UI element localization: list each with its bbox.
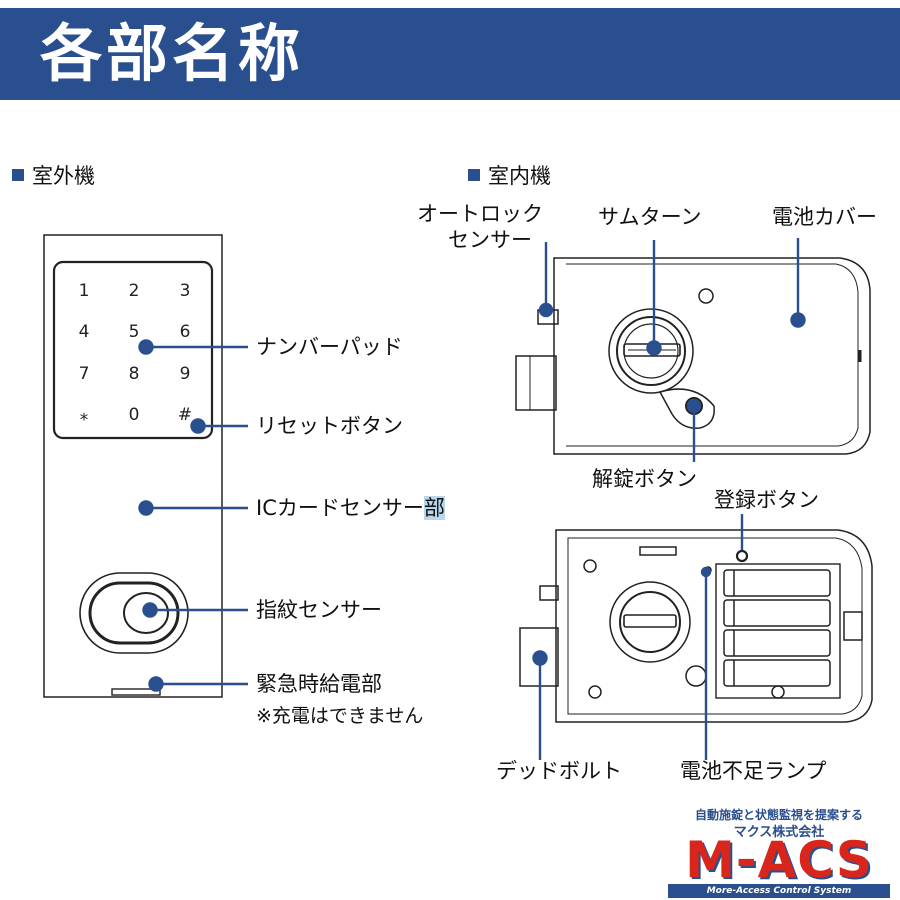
indoor-open-inner xyxy=(567,537,863,715)
logo-tagline: 自動施錠と状態監視を提案する xyxy=(694,808,863,822)
key-1[interactable]: 1 xyxy=(79,281,90,301)
keypad-panel xyxy=(52,260,214,440)
indoor-open-leaders xyxy=(532,514,744,760)
screw-icon xyxy=(583,559,597,573)
outdoor-unit-body xyxy=(43,234,223,698)
leader-dot xyxy=(142,602,158,618)
key-4[interactable]: 4 xyxy=(79,322,90,342)
leader-dot xyxy=(790,312,806,328)
label-unlock-button: 解錠ボタン xyxy=(592,467,697,491)
deadbolt-top xyxy=(515,355,557,411)
key-3[interactable]: 3 xyxy=(180,281,191,301)
outdoor-unit-drawing xyxy=(43,234,223,698)
battery-clip xyxy=(843,611,863,641)
register-button-icon xyxy=(735,549,749,563)
logo-mark: M-ACS xyxy=(685,831,873,889)
page-title: 各部名称 xyxy=(40,17,305,90)
leader-dot xyxy=(700,566,712,578)
header-banner: 各部名称 xyxy=(0,8,900,100)
thumb-turn-knob-open xyxy=(623,614,677,628)
leader-dot xyxy=(532,650,548,666)
label-number-pad: ナンバーパッド xyxy=(256,335,403,359)
thumb-turn-ring xyxy=(616,316,686,386)
fingerprint-sensor-icon xyxy=(123,592,169,634)
fingerprint-ring xyxy=(88,581,180,645)
leader-dot xyxy=(148,676,164,692)
emergency-power-slot xyxy=(111,688,161,696)
key-asterisk[interactable]: ⁎ xyxy=(80,405,89,425)
indoor-top-leaders xyxy=(538,238,806,462)
key-5[interactable]: 5 xyxy=(129,322,140,342)
thumb-turn-ring-open xyxy=(619,591,681,653)
label-thumb-turn: サムターン xyxy=(598,205,702,229)
screw-hole xyxy=(698,288,714,304)
key-2[interactable]: 2 xyxy=(129,281,140,301)
indoor-unit-body xyxy=(553,257,871,455)
leader-dot xyxy=(646,340,662,356)
unlock-button-housing xyxy=(658,388,715,429)
leader-dot xyxy=(138,500,154,516)
label-auto-lock-sensor: オートロック センサー xyxy=(417,202,543,252)
label-reset-button: リセットボタン xyxy=(256,414,403,438)
section-label-outdoor: 室外機 xyxy=(12,164,95,188)
key-7[interactable]: 7 xyxy=(79,364,90,384)
keypad-keys: 1 2 3 4 5 6 7 8 9 ⁎ 0 # xyxy=(79,281,193,425)
indoor-open-body xyxy=(555,529,873,723)
key-0[interactable]: 0 xyxy=(129,405,140,425)
key-6[interactable]: 6 xyxy=(180,322,191,342)
square-bullet-icon xyxy=(12,169,24,181)
thumb-turn-base-open xyxy=(609,581,691,663)
key-hash[interactable]: # xyxy=(178,405,192,425)
key-8[interactable]: 8 xyxy=(129,364,140,384)
label-fingerprint-sensor: 指紋センサー xyxy=(256,598,382,622)
indoor-unit-top-drawing xyxy=(515,257,871,455)
logo-subtitle: More-Access Control System xyxy=(668,884,890,898)
leader-dot xyxy=(538,302,554,318)
indoor-unit-inner-edge xyxy=(566,263,859,447)
battery-compartment xyxy=(715,563,841,699)
leader-dot xyxy=(138,339,154,355)
label-ic-card-sensor: ICカードセンサー部 xyxy=(256,496,445,520)
vent-slot xyxy=(639,546,677,556)
key-9[interactable]: 9 xyxy=(180,364,191,384)
fingerprint-housing xyxy=(79,572,189,654)
square-bullet-icon xyxy=(468,169,480,181)
logo-company: マクス株式会社 xyxy=(733,825,825,840)
label-emergency-note: ※充電はできません xyxy=(256,705,424,727)
leader-dot xyxy=(686,398,702,414)
thumb-turn-base xyxy=(608,308,694,394)
outdoor-leaders xyxy=(138,339,248,692)
label-register-button: 登録ボタン xyxy=(714,488,819,512)
leader-dot xyxy=(190,418,206,434)
screw-icon xyxy=(771,685,785,699)
company-logo: 自動施錠と状態監視を提案する マクス株式会社 M-ACS More-Access… xyxy=(668,804,890,898)
label-deadbolt: デッドボルト xyxy=(496,759,622,783)
indoor-unit-open-drawing xyxy=(519,529,873,723)
screw-icon xyxy=(588,685,602,699)
label-emergency-power: 緊急時給電部 xyxy=(256,672,382,696)
label-battery-cover: 電池カバー xyxy=(772,205,877,229)
auto-lock-sensor-open xyxy=(539,585,559,601)
section-label-indoor: 室内機 xyxy=(468,164,551,188)
label-low-battery-lamp: 電池不足ランプ xyxy=(680,759,827,783)
unlock-button-open xyxy=(685,665,707,687)
